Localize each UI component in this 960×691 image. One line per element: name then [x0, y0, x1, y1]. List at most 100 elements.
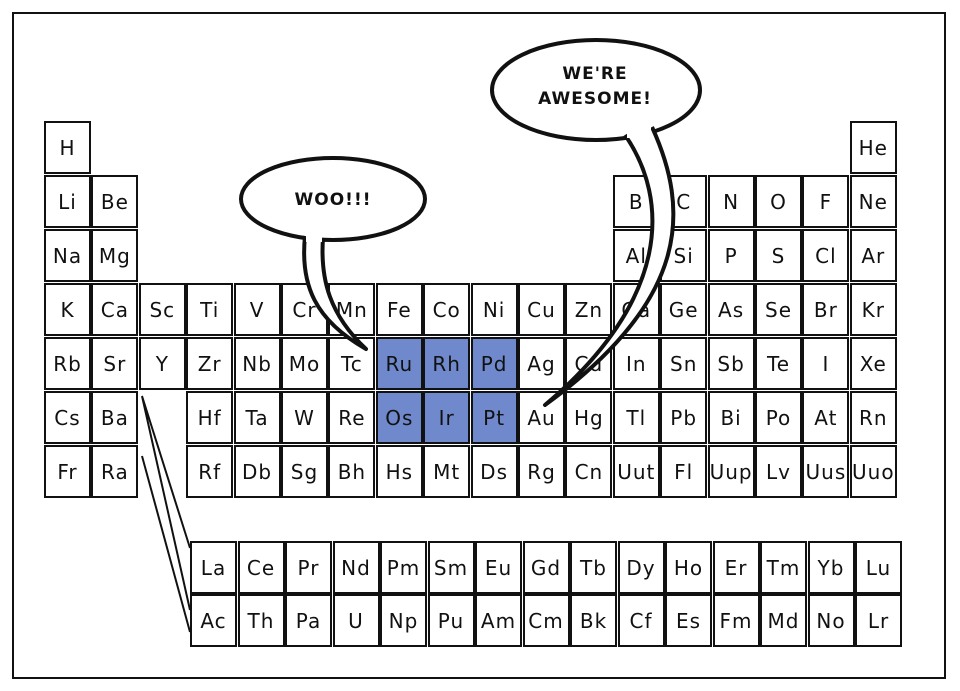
element-ni: Ni [470, 283, 518, 336]
element-pr: Pr [285, 541, 332, 594]
element-mt: Mt [423, 445, 471, 498]
element-hs: Hs [375, 445, 423, 498]
element-nd: Nd [332, 541, 380, 594]
element-bk: Bk [570, 594, 617, 647]
element-mo: Mo [281, 337, 328, 390]
element-os: Os [375, 391, 423, 444]
element-fl: Fl [660, 445, 708, 498]
element-at: At [802, 391, 850, 444]
element-uus: Uus [802, 445, 850, 498]
element-he: He [849, 121, 897, 174]
element-md: Md [760, 594, 807, 647]
element-se: Se [755, 283, 802, 336]
element-lu: Lu [855, 541, 902, 594]
element-ba: Ba [91, 391, 139, 444]
element-sn: Sn [660, 337, 708, 390]
element-tm: Tm [760, 541, 807, 594]
element-y: Y [138, 337, 186, 390]
element-ru: Ru [375, 337, 423, 390]
element-cf: Cf [617, 594, 665, 647]
element-na: Na [44, 229, 91, 282]
element-pt: Pt [470, 391, 518, 444]
element-ta: Ta [233, 391, 281, 444]
element-cn: Cn [565, 445, 613, 498]
element-sc: Sc [138, 283, 186, 336]
element-pm: Pm [380, 541, 427, 594]
awesome-bubble [490, 38, 702, 407]
element-uut: Uut [612, 445, 660, 498]
element-ne: Ne [849, 175, 897, 228]
element-eu: Eu [475, 541, 522, 594]
element-bh: Bh [328, 445, 376, 498]
element-co: Co [423, 283, 471, 336]
element-gd: Gd [522, 541, 570, 594]
element-au: Au [518, 391, 565, 444]
element-po: Po [755, 391, 802, 444]
element-p: P [707, 229, 755, 282]
element-hf: Hf [186, 391, 234, 444]
element-ds: Ds [470, 445, 518, 498]
element-h: H [44, 121, 91, 174]
awesome-text-line1: WE'RE [562, 64, 628, 84]
element-fe: Fe [375, 283, 423, 336]
element-tl: Tl [612, 391, 660, 444]
element-w: W [281, 391, 328, 444]
element-fr: Fr [44, 445, 91, 498]
element-pd: Pd [470, 337, 518, 390]
element-ra: Ra [91, 445, 139, 498]
element-cs: Cs [44, 391, 91, 444]
element-es: Es [665, 594, 712, 647]
element-u: U [332, 594, 380, 647]
element-kr: Kr [849, 283, 897, 336]
element-n: N [707, 175, 755, 228]
element-th: Th [237, 594, 285, 647]
element-cu: Cu [518, 283, 565, 336]
element-hg: Hg [565, 391, 613, 444]
element-rf: Rf [186, 445, 234, 498]
element-uup: Uup [707, 445, 755, 498]
element-lv: Lv [755, 445, 802, 498]
element-s: S [755, 229, 802, 282]
element-rn: Rn [849, 391, 897, 444]
panel-border [12, 12, 946, 679]
element-in: In [612, 337, 660, 390]
element-yb: Yb [807, 541, 855, 594]
element-f: F [802, 175, 850, 228]
element-np: Np [380, 594, 427, 647]
element-ge: Ge [660, 283, 708, 336]
element-dy: Dy [617, 541, 665, 594]
element-fm: Fm [712, 594, 760, 647]
element-tb: Tb [570, 541, 617, 594]
element-pb: Pb [660, 391, 708, 444]
element-cl: Cl [802, 229, 850, 282]
element-xe: Xe [849, 337, 897, 390]
element-mg: Mg [91, 229, 139, 282]
element-te: Te [755, 337, 802, 390]
element-no: No [807, 594, 855, 647]
element-rg: Rg [518, 445, 565, 498]
element-lr: Lr [855, 594, 902, 647]
element-nb: Nb [233, 337, 281, 390]
element-zn: Zn [565, 283, 613, 336]
element-as: As [707, 283, 755, 336]
element-db: Db [233, 445, 281, 498]
woo-text: WOO!!! [294, 190, 372, 210]
element-sm: Sm [427, 541, 475, 594]
element-i: I [802, 337, 850, 390]
element-tc: Tc [328, 337, 376, 390]
element-ce: Ce [237, 541, 285, 594]
element-ca: Ca [91, 283, 139, 336]
element-ag: Ag [518, 337, 565, 390]
element-zr: Zr [186, 337, 234, 390]
element-k: K [44, 283, 91, 336]
awesome-text-line2: AWESOME! [538, 89, 652, 109]
element-cm: Cm [522, 594, 570, 647]
element-ar: Ar [849, 229, 897, 282]
element-sr: Sr [91, 337, 139, 390]
element-uuo: Uuo [849, 445, 897, 498]
element-rh: Rh [423, 337, 471, 390]
element-er: Er [712, 541, 760, 594]
element-am: Am [475, 594, 522, 647]
